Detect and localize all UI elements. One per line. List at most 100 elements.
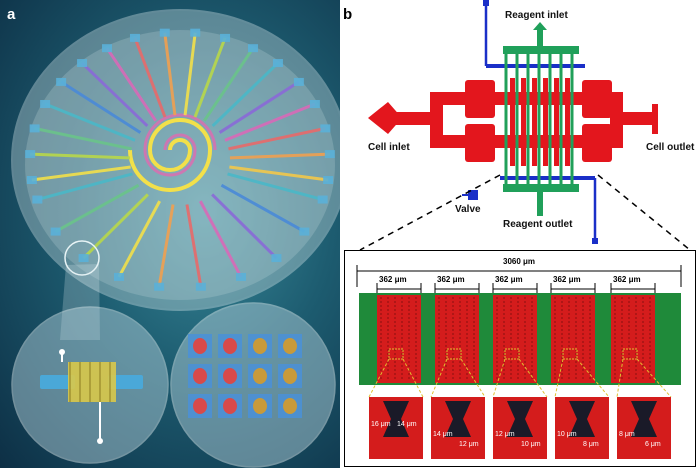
branch-chip (320, 124, 331, 133)
zoom-source-box (622, 348, 638, 360)
zoom-funnel-line (554, 358, 564, 398)
branch-channel (218, 80, 300, 134)
trap-column-block (435, 295, 479, 383)
branch-chip (113, 272, 124, 281)
cell-icon (283, 368, 297, 384)
valve-port-top (483, 0, 489, 6)
reagent-inlet-label: Reagent inlet (505, 10, 568, 21)
valve-label: Valve (455, 204, 481, 215)
cell-inlet-port (368, 102, 402, 134)
branch-channel (36, 172, 133, 202)
trap-column (543, 78, 548, 166)
zoom-source-box (446, 348, 462, 360)
zoom-source-box (388, 348, 404, 360)
cell-split (430, 92, 443, 146)
branch-channel (82, 193, 149, 260)
reagent-inlet-arrow (533, 22, 547, 30)
trap-shape (569, 401, 595, 437)
trap-tiles (369, 397, 671, 459)
zoom-cone (60, 264, 100, 340)
cell-outlet-label: Cell outlet (646, 142, 695, 153)
tile-gap-label-right: 8 μm (583, 441, 599, 448)
branch-channel (211, 193, 278, 260)
branch-channel (54, 183, 140, 233)
reagent-top-header (503, 46, 579, 54)
tile-gap-label-left: 10 μm (557, 431, 577, 438)
spiral-channel-2 (143, 113, 217, 177)
branch-channel (60, 80, 142, 134)
segment-width-label: 362 μm (553, 275, 581, 284)
zoom-funnel-line (402, 358, 424, 398)
cell-grid (188, 334, 302, 418)
zoom-line-right (597, 174, 691, 250)
tile-gap-label-right: 14 μm (397, 421, 417, 428)
trap-block-ur (582, 80, 612, 118)
branch-chip (50, 227, 61, 236)
branch-chip (102, 44, 113, 53)
trap-column (565, 78, 570, 166)
radial-branches (25, 28, 335, 291)
branch-chip (299, 227, 310, 236)
branch-chip (195, 282, 206, 291)
zoom-funnel-line (636, 358, 672, 398)
branch-channel (31, 165, 131, 182)
cell-outlet-port (652, 104, 658, 134)
branch-chip (129, 33, 140, 42)
branch-chip (78, 254, 89, 263)
zoom-source-box (562, 348, 578, 360)
branch-chip (26, 176, 37, 185)
cell-icon (283, 398, 297, 414)
zoom-funnel-line (430, 358, 448, 398)
valve-icon (468, 190, 478, 200)
branch-chip (25, 150, 36, 159)
panel-a-illustration: a (0, 0, 349, 468)
trap-column-block (551, 295, 595, 383)
branch-chip (324, 150, 335, 159)
branch-chip (293, 77, 304, 86)
segment-width-label: 362 μm (437, 275, 465, 284)
branch-channel (224, 102, 316, 142)
tile-gap-label-right: 6 μm (645, 441, 661, 448)
cell-inlet-channel (395, 112, 437, 125)
cell-outlet-channel (615, 112, 655, 125)
cell-icon (193, 338, 207, 354)
zoom-source-box (504, 348, 520, 360)
branch-chip (271, 254, 282, 263)
cell-icon (253, 398, 267, 414)
branch-chip (309, 100, 320, 109)
branch-channel (133, 37, 167, 118)
spiral-channel (128, 118, 213, 192)
zoom-line-left (359, 174, 501, 250)
branch-channel (34, 126, 132, 151)
branch-chip (236, 272, 247, 281)
trap-column-block (611, 295, 655, 383)
branch-channel (163, 32, 177, 116)
branch-channel (229, 152, 330, 160)
branch-chip (317, 195, 328, 204)
trap-column (554, 78, 559, 166)
tile-gap-label-left: 14 μm (433, 431, 453, 438)
reagent-bottom-header (503, 184, 579, 192)
branch-channel (44, 102, 136, 142)
tile-gap-label-right: 12 μm (459, 441, 479, 448)
cell-icon (223, 338, 237, 354)
branch-chip (159, 28, 170, 37)
branch-channel (185, 204, 203, 288)
tile-gap-label-right: 10 μm (521, 441, 541, 448)
cell-icon (193, 368, 207, 384)
trap-column (532, 78, 537, 166)
branch-channel (211, 61, 279, 127)
trap-shape (383, 401, 409, 437)
branch-chip (220, 33, 231, 42)
valve-port-bottom (592, 238, 598, 244)
branch-channel (220, 183, 306, 233)
trap-column-block (493, 295, 537, 383)
branch-channel (105, 47, 157, 122)
dish-inner (25, 30, 335, 300)
trap-shape (445, 401, 471, 437)
cell-icon (253, 368, 267, 384)
branch-chip (77, 59, 88, 68)
zoom-funnels (368, 348, 672, 398)
branch-chip (29, 124, 40, 133)
